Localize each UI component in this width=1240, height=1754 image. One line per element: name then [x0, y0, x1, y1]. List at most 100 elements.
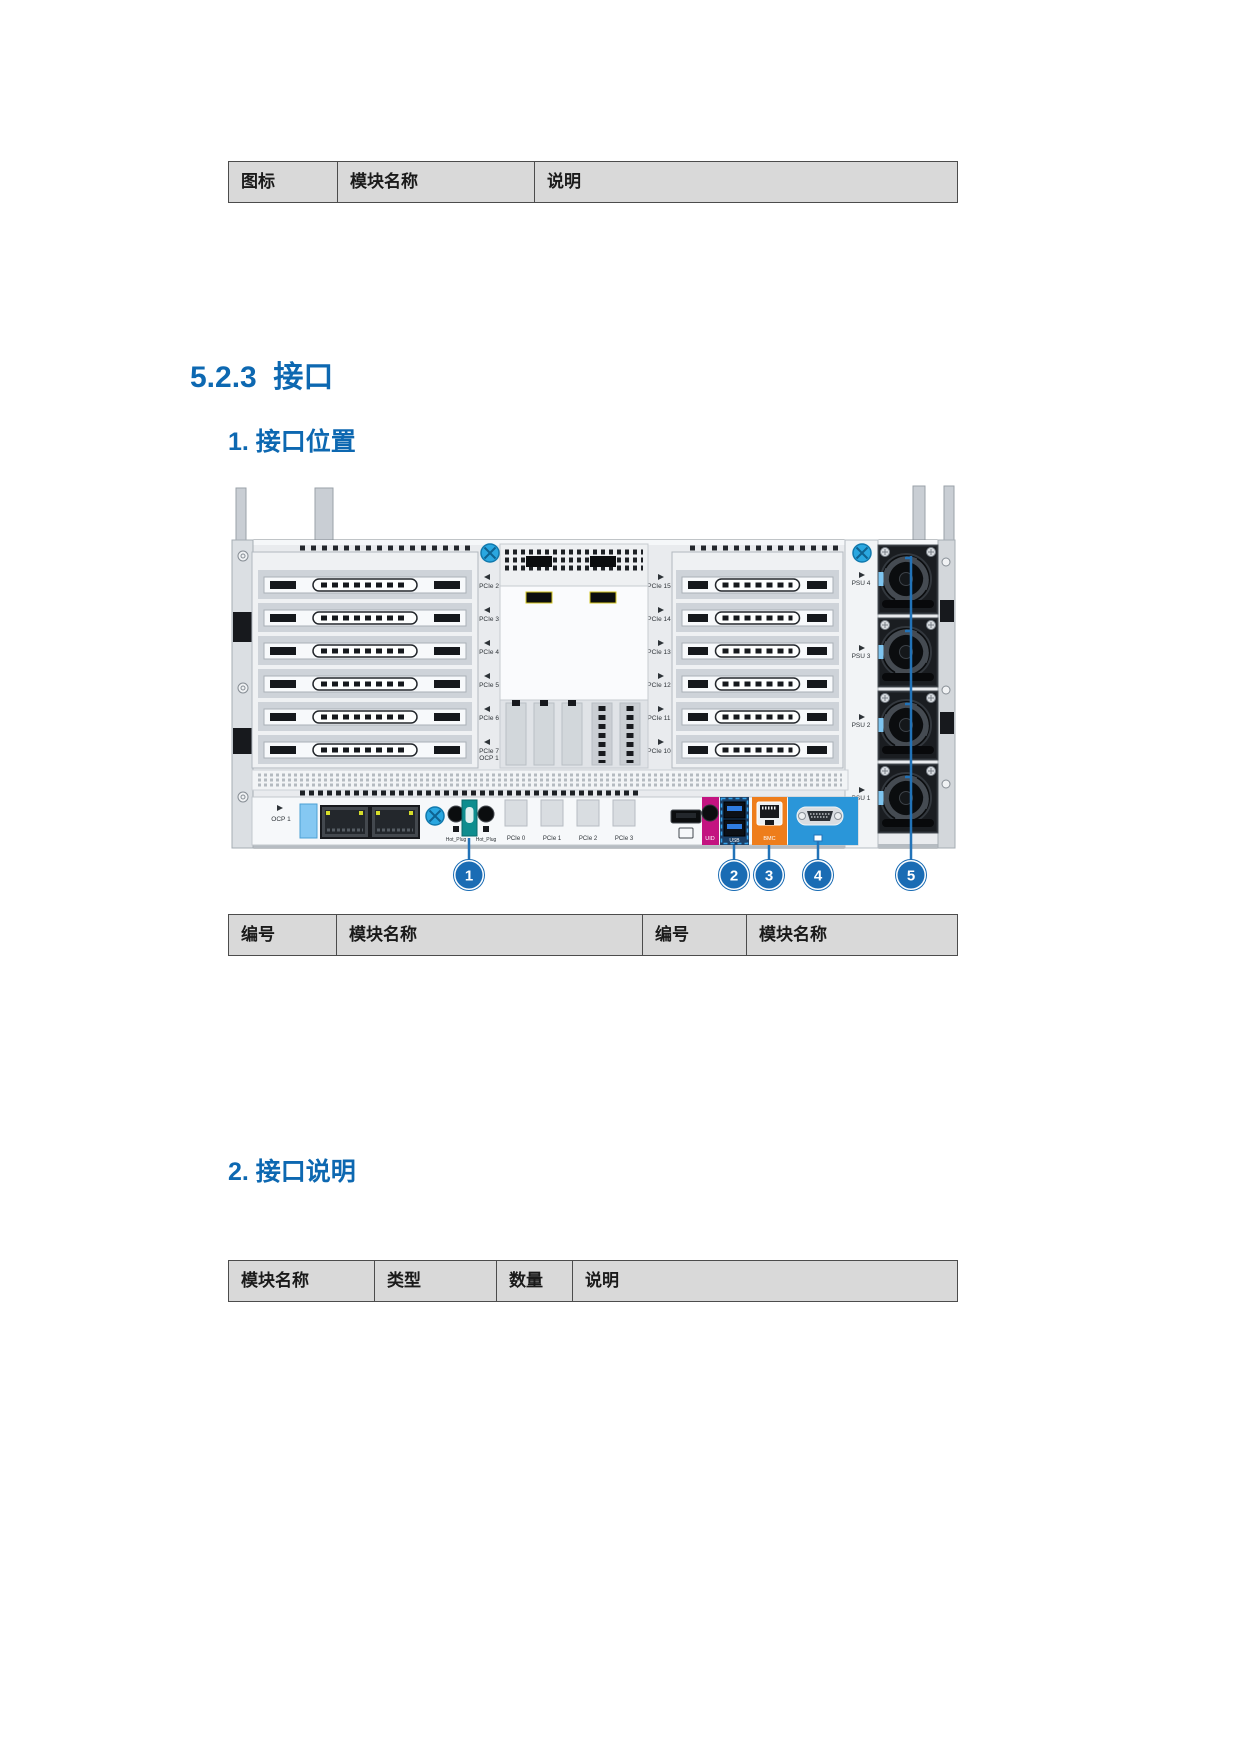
callout-badge: 1: [453, 859, 485, 891]
filler-slot-label: PCIe 3: [615, 836, 634, 842]
psu-unit: [877, 763, 939, 834]
psu-handle: [882, 673, 934, 681]
psu-label: PSU 3: [852, 653, 871, 660]
mounting-tabs: [235, 485, 955, 545]
arrow-icon: [658, 706, 664, 712]
hot-plug-button-2: Hot_Plug: [476, 805, 497, 843]
ocp-pull-tab: [299, 803, 318, 839]
port-pos-col-module2: 模块名称: [747, 914, 958, 956]
svg-text:USB: USB: [729, 838, 740, 844]
port-position-table: 编号 模块名称 编号 模块名称: [228, 914, 958, 956]
svg-text:BMC: BMC: [763, 836, 775, 842]
port-desc-col-type: 类型: [375, 1260, 497, 1302]
subsection-heading-position: 1. 接口位置: [228, 428, 356, 456]
center-section: [499, 543, 649, 769]
psu-unit: [877, 690, 939, 761]
thumbscrew-icons: [480, 543, 872, 563]
arrow-icon: [484, 739, 490, 745]
svg-text:1: 1: [465, 868, 473, 885]
icon-legend-col-desc: 说明: [535, 161, 958, 203]
arrow-icon: [658, 673, 664, 679]
arrow-icon: [484, 640, 490, 646]
usb-ports: USB: [720, 797, 749, 845]
psu-unit: [877, 617, 939, 688]
icon-legend-col-icon: 图标: [228, 161, 338, 203]
svg-text:Hot_Plug: Hot_Plug: [476, 837, 497, 843]
ocp-network-ports: [320, 805, 420, 839]
port-description-table: 模块名称 类型 数量 说明: [228, 1260, 958, 1302]
slot-label: PCIe 10: [647, 748, 671, 755]
psu-unit: [877, 544, 939, 615]
slot-label: PCIe 3: [479, 616, 499, 623]
vent-strip: [251, 769, 849, 796]
slot-label: PCIe 15: [647, 583, 671, 590]
filler-slot: [612, 799, 636, 827]
callout-badge: 2: [718, 859, 750, 891]
psu-label: PSU 2: [852, 722, 871, 729]
slot-label: PCIe 11: [647, 715, 670, 722]
psu-latch-tab: [878, 718, 884, 732]
svg-text:UID: UID: [705, 836, 715, 842]
arrow-icon: [658, 607, 664, 613]
monitor-icon: [678, 827, 694, 839]
arrow-icon: [859, 572, 865, 578]
psu-handle: [882, 746, 934, 754]
arrow-icon: [484, 673, 490, 679]
port-pos-col-no1: 编号: [228, 914, 337, 956]
icon-legend-col-module: 模块名称: [338, 161, 535, 203]
callout-badge: 3: [753, 859, 785, 891]
port-desc-col-module: 模块名称: [228, 1260, 375, 1302]
svg-text:Hot_Plug: Hot_Plug: [446, 837, 467, 843]
arrow-icon: [859, 645, 865, 651]
callout-badge: 5: [895, 859, 927, 891]
svg-text:5: 5: [907, 868, 915, 885]
port-desc-col-desc: 说明: [573, 1260, 958, 1302]
slot-label: PCIe 6: [479, 715, 499, 722]
arrow-icon: [658, 739, 664, 745]
arrow-icon: [484, 607, 490, 613]
port-desc-col-qty: 数量: [497, 1260, 573, 1302]
svg-text:3: 3: [765, 868, 773, 885]
vga-port: [788, 797, 858, 845]
ocp-arrow-icon: [277, 805, 283, 811]
filler-slot-label: PCIe 2: [579, 836, 598, 842]
psu-bays: [877, 544, 939, 834]
svg-text:2: 2: [730, 868, 738, 885]
low-profile-slots: PCIe 0 PCIe 1 PCIe 2 PCIe 3: [504, 799, 636, 842]
psu-label: PSU 1: [852, 795, 871, 802]
uid-button-panel: UID: [701, 797, 719, 845]
psu-handle: [882, 600, 934, 608]
subsection-heading-description: 2. 接口说明: [228, 1158, 356, 1186]
slot-label: PCIe 5: [479, 682, 499, 689]
bmc-mgmt-port: BMC: [752, 797, 787, 845]
callout-leader-lines: [467, 556, 913, 860]
arrow-icon: [484, 706, 490, 712]
arrow-icon: [658, 574, 664, 580]
display-port: [670, 809, 702, 839]
arrow-icon: [859, 714, 865, 720]
section-heading: 5.2.3 接口: [190, 361, 334, 394]
slot-label: PCIe 13: [647, 649, 671, 656]
psu-latch-tab: [878, 645, 884, 659]
psu-handle: [882, 819, 934, 827]
ocp-slot-label: OCP 1: [271, 816, 291, 823]
psu-latch-tab: [878, 791, 884, 805]
slot-label: PCIe 4: [479, 649, 499, 656]
arrow-icon: [658, 640, 664, 646]
filler-slot: [504, 799, 528, 827]
psu-labels: PSU 4 PSU 3 PSU 2 PSU 1: [852, 572, 871, 802]
io-panel: OCP 1 Hot_Plug: [251, 796, 859, 846]
slot-label: PCIe 2: [479, 583, 499, 590]
port-pos-col-module1: 模块名称: [337, 914, 643, 956]
arrow-icon: [859, 787, 865, 793]
direct-mgmt-port: [461, 799, 478, 837]
filler-slot-label: PCIe 1: [543, 836, 562, 842]
filler-slot-label: PCIe 0: [507, 836, 526, 842]
port-pos-col-no2: 编号: [643, 914, 747, 956]
psu-label: PSU 4: [852, 580, 871, 587]
